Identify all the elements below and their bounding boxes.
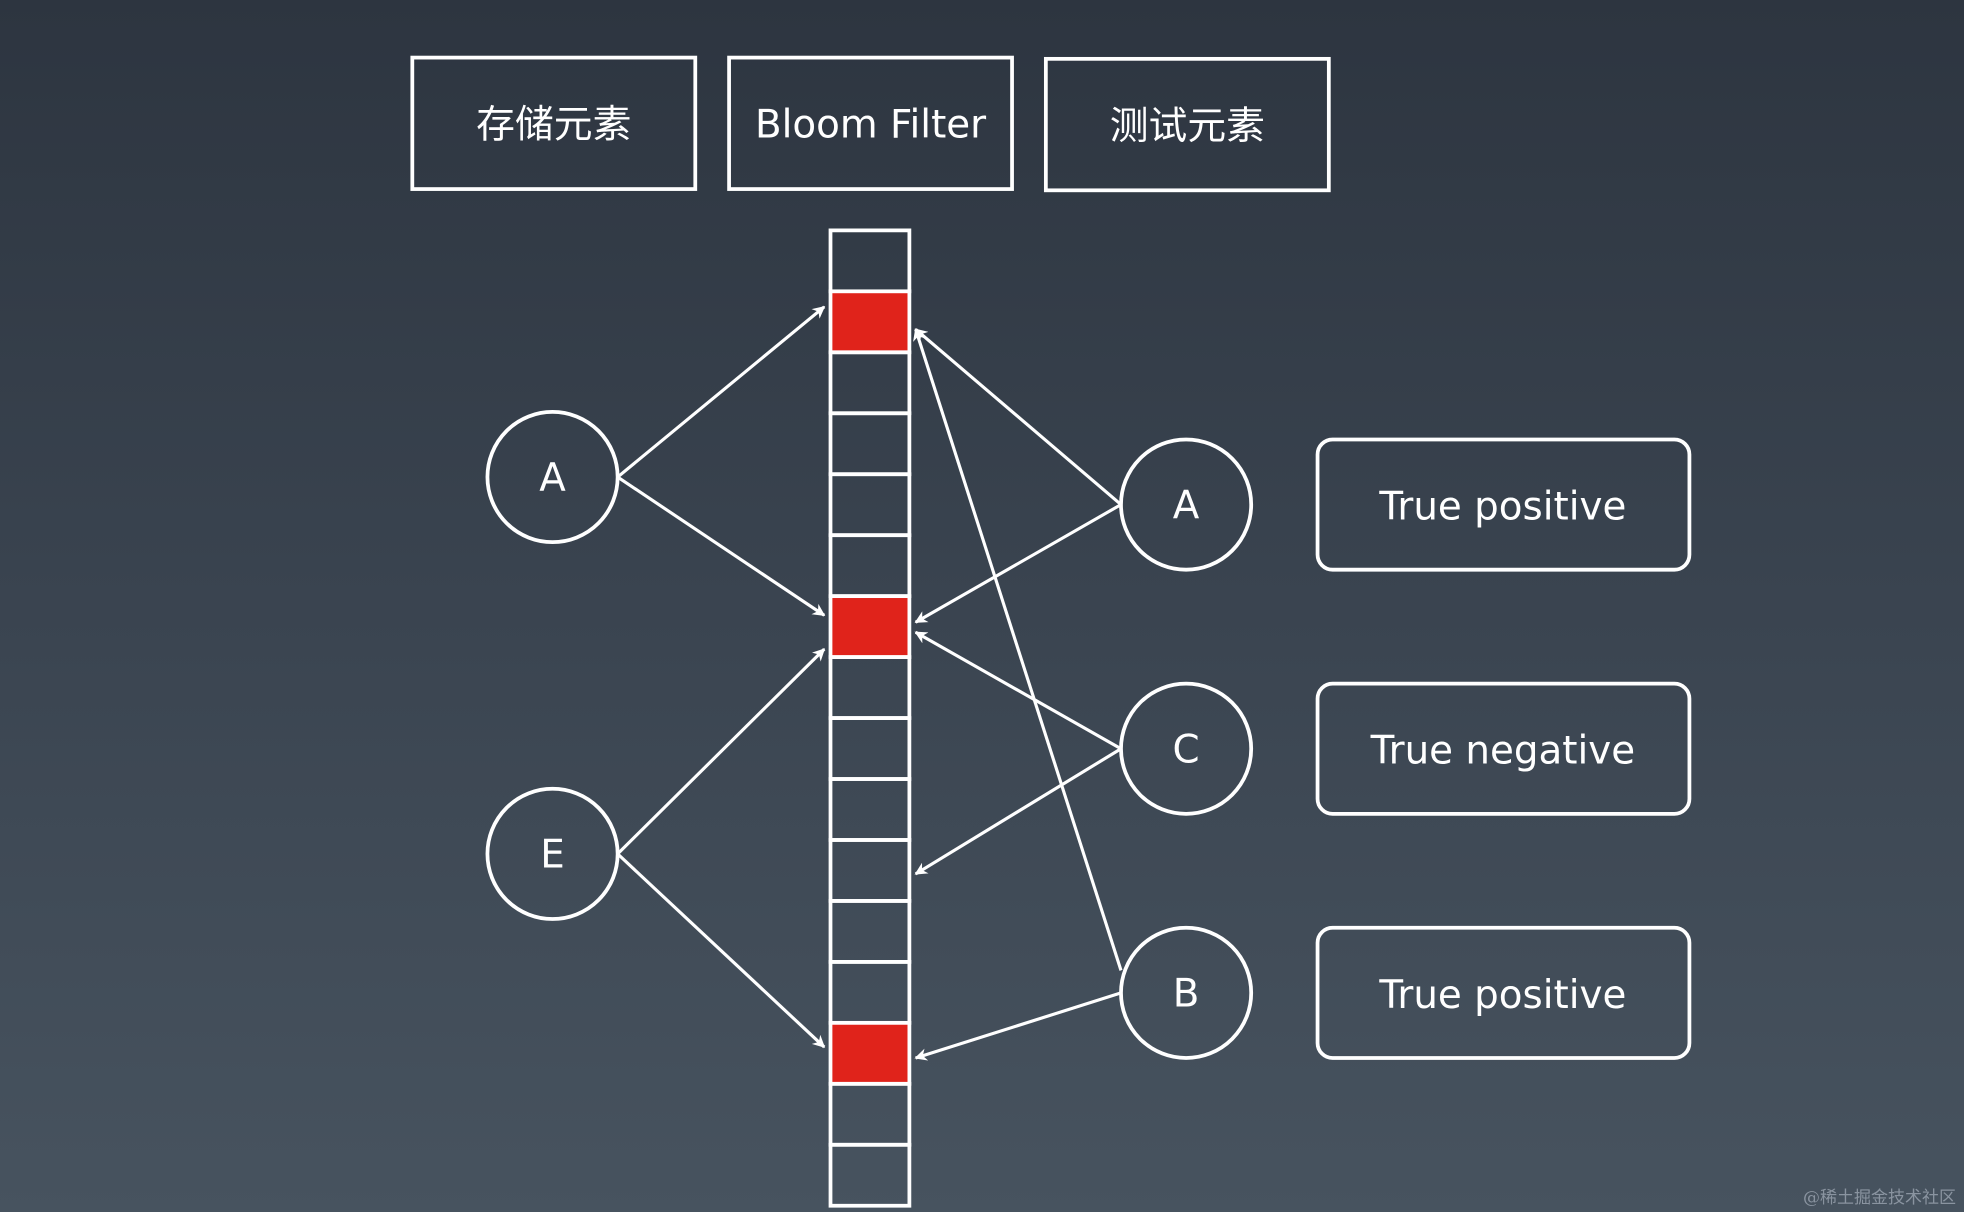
- node-label: C: [1173, 728, 1200, 773]
- bit-cell-set: [828, 1020, 912, 1086]
- hash-arrow: [914, 328, 1122, 506]
- bit-cell: [828, 655, 912, 720]
- bit-cell-set: [828, 594, 912, 659]
- test-element-c: C: [1119, 681, 1254, 816]
- header-store-label: 存储元素: [476, 103, 631, 148]
- bit-cell: [828, 228, 912, 294]
- result-box: True positive: [1315, 437, 1692, 572]
- result-box: True positive: [1315, 925, 1692, 1060]
- test-element-b: B: [1119, 925, 1254, 1060]
- hash-arrow: [913, 328, 1123, 971]
- stored-element-a: A: [485, 410, 620, 545]
- bit-cell: [828, 533, 912, 599]
- bit-array: [828, 228, 912, 1208]
- header-store-box: 存储元素: [410, 55, 698, 191]
- node-circle: [485, 410, 620, 545]
- hash-arrow: [914, 630, 1122, 751]
- watermark: @稀土掘金技术社区: [1803, 1188, 1956, 1208]
- hash-arrows: [616, 305, 1123, 1061]
- hash-arrow: [914, 503, 1122, 624]
- test-element-a: A: [1119, 437, 1254, 572]
- stored-element-e: E: [485, 786, 620, 921]
- result-label: True positive: [1378, 973, 1626, 1018]
- bit-cell: [828, 1081, 912, 1147]
- node-circle: [1119, 681, 1254, 816]
- node-label: B: [1173, 972, 1200, 1017]
- hash-arrow: [616, 305, 826, 479]
- bit-cell: [828, 716, 912, 781]
- node-label: E: [540, 833, 565, 878]
- bit-cell: [828, 777, 912, 842]
- hash-arrow: [914, 747, 1122, 876]
- header-filter-label: Bloom Filter: [755, 103, 986, 148]
- bit-cell: [828, 838, 912, 903]
- hash-arrow: [616, 475, 826, 617]
- hash-arrow: [616, 852, 826, 1049]
- bit-cell: [828, 350, 912, 416]
- hash-arrow: [616, 648, 826, 856]
- bit-cell: [828, 899, 912, 964]
- node-circle: [1119, 925, 1254, 1060]
- header-test-label: 测试元素: [1110, 104, 1265, 149]
- node-circle: [485, 786, 620, 921]
- result-box: True negative: [1315, 681, 1692, 816]
- bit-cell: [828, 960, 912, 1025]
- node-circle: [1119, 437, 1254, 572]
- bit-cell: [828, 411, 912, 477]
- header-test-box: 测试元素: [1043, 56, 1331, 193]
- result-label: True negative: [1370, 729, 1635, 774]
- header-filter-box: Bloom Filter: [727, 55, 1014, 191]
- node-label: A: [1173, 483, 1200, 528]
- bit-cell: [828, 472, 912, 538]
- result-label: True positive: [1378, 485, 1626, 530]
- bit-cell-set: [828, 289, 912, 355]
- bit-cell: [828, 1142, 912, 1208]
- hash-arrow: [914, 991, 1122, 1061]
- node-label: A: [539, 456, 566, 501]
